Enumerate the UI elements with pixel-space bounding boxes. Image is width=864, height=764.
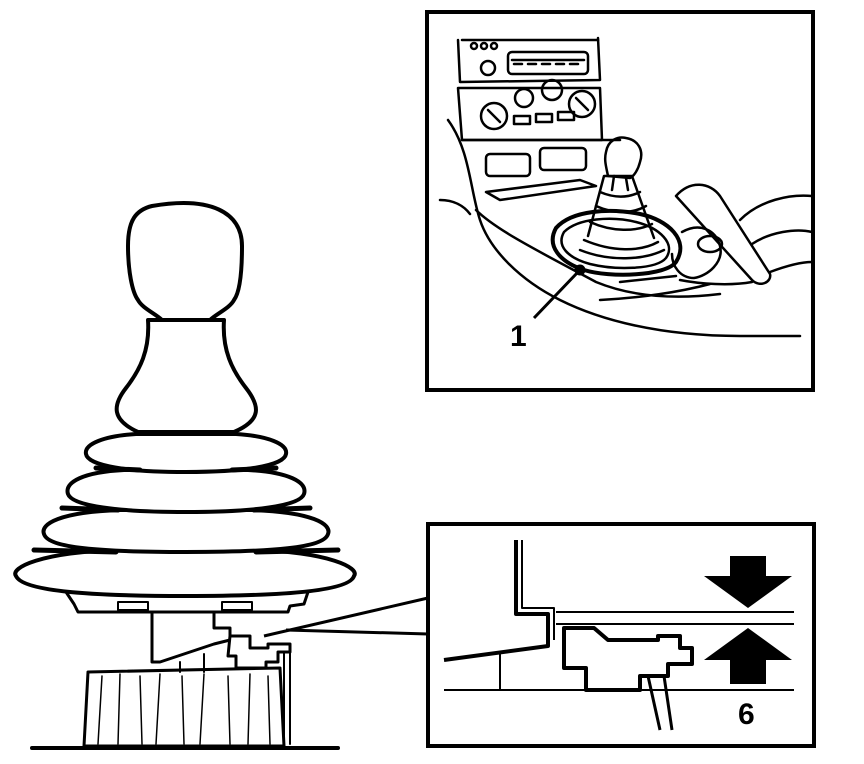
interior-inset: 1 [425, 10, 815, 392]
boot-bellows-fold-4 [13, 548, 357, 598]
boot-bellows-fold-1 [83, 432, 289, 474]
console-base [82, 666, 286, 748]
boot-bellows-fold-2 [65, 468, 307, 514]
arrow-down-icon [704, 556, 792, 608]
main-gear-lever [13, 201, 357, 750]
gear-knob [126, 201, 244, 322]
gap-callout-label: 6 [738, 698, 755, 731]
interior-inset-frame [425, 10, 815, 392]
boot-retaining-clip [226, 634, 292, 670]
gap-detail-inset: 6 [426, 522, 816, 748]
boot-callout-label: 1 [510, 320, 527, 353]
detail-leader-lines [263, 596, 429, 638]
detail-retaining-clip [562, 626, 694, 692]
lever-neck [114, 318, 258, 434]
arrow-up-icon [704, 628, 792, 684]
boot-bellows-fold-3 [41, 508, 331, 554]
